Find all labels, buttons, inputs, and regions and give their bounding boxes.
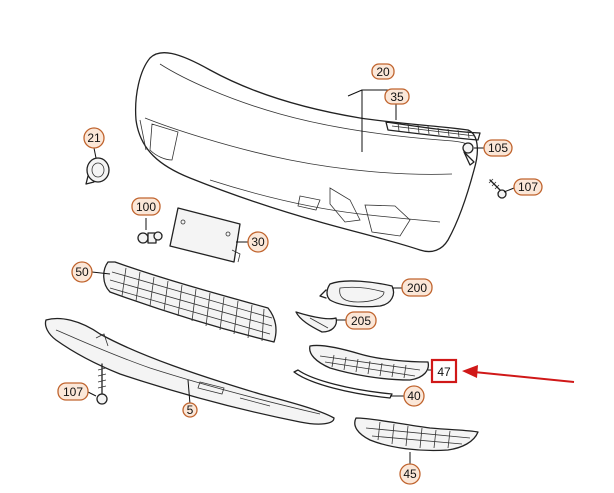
lower-grille-part-50[interactable] bbox=[103, 261, 277, 343]
svg-text:40: 40 bbox=[407, 389, 421, 403]
bolt-part-100[interactable] bbox=[137, 231, 163, 244]
screw-part-107-bottom[interactable] bbox=[96, 363, 108, 405]
lower-spoiler-part-5[interactable] bbox=[44, 317, 335, 425]
fog-lamp-bracket-part-200[interactable] bbox=[319, 280, 395, 308]
side-grille-part-47[interactable] bbox=[309, 344, 430, 381]
callout-40[interactable]: 40 bbox=[403, 385, 425, 407]
cover-part-205[interactable] bbox=[295, 311, 338, 333]
callout-21[interactable]: 21 bbox=[83, 127, 105, 149]
svg-text:47: 47 bbox=[437, 365, 451, 379]
svg-text:205: 205 bbox=[351, 314, 371, 328]
callout-5[interactable]: 5 bbox=[182, 402, 198, 418]
callout-105[interactable]: 105 bbox=[483, 139, 513, 157]
license-plate-bracket-part-30[interactable] bbox=[169, 207, 241, 263]
svg-text:50: 50 bbox=[75, 265, 89, 279]
svg-text:35: 35 bbox=[390, 90, 404, 104]
svg-text:20: 20 bbox=[376, 65, 390, 79]
callout-50[interactable]: 50 bbox=[71, 261, 93, 283]
bumper-cover-part[interactable] bbox=[134, 52, 479, 253]
svg-text:5: 5 bbox=[187, 403, 194, 417]
callout-35[interactable]: 35 bbox=[384, 88, 410, 105]
svg-text:21: 21 bbox=[87, 131, 101, 145]
svg-text:100: 100 bbox=[136, 200, 156, 214]
callout-47-highlighted[interactable]: 47 bbox=[430, 358, 458, 384]
svg-text:45: 45 bbox=[403, 467, 417, 481]
callout-30[interactable]: 30 bbox=[247, 231, 269, 253]
svg-text:200: 200 bbox=[407, 281, 427, 295]
screw-part-107-top[interactable] bbox=[488, 178, 507, 199]
svg-text:105: 105 bbox=[488, 141, 508, 155]
upper-trim-strip-part[interactable] bbox=[385, 121, 481, 141]
lower-side-grille-part-45[interactable] bbox=[354, 417, 479, 452]
svg-text:107: 107 bbox=[518, 180, 538, 194]
callout-107-bottom[interactable]: 107 bbox=[57, 382, 89, 401]
svg-text:30: 30 bbox=[251, 235, 265, 249]
red-pointer-arrow-icon bbox=[462, 365, 575, 383]
svg-text:107: 107 bbox=[63, 385, 83, 399]
callout-100[interactable]: 100 bbox=[131, 197, 161, 216]
sensor-ring-part-21[interactable] bbox=[85, 157, 110, 185]
callout-107-top[interactable]: 107 bbox=[513, 178, 543, 196]
callout-205[interactable]: 205 bbox=[345, 311, 377, 330]
callout-20[interactable]: 20 bbox=[371, 63, 395, 80]
leader-lines bbox=[87, 89, 515, 464]
callout-200[interactable]: 200 bbox=[401, 278, 433, 297]
callout-45[interactable]: 45 bbox=[399, 463, 421, 485]
clip-part-105[interactable] bbox=[462, 142, 475, 166]
